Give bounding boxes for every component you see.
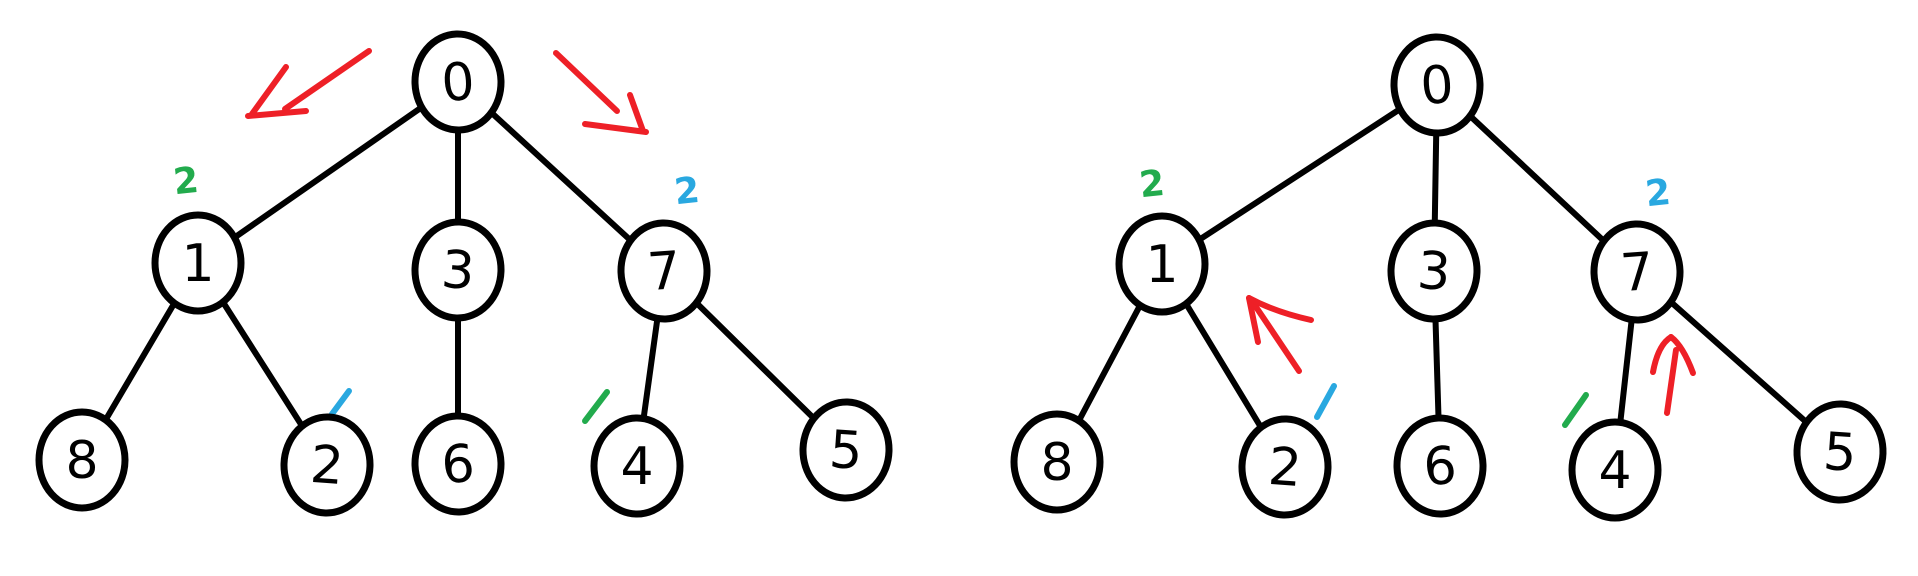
- node-label: 4: [1598, 441, 1631, 501]
- node-circle: [1387, 219, 1481, 323]
- node-circle: [35, 408, 129, 512]
- node-label: 8: [1040, 433, 1073, 493]
- node-circle: [1010, 410, 1104, 514]
- tree-node-2: 2: [280, 413, 374, 517]
- node-circle: [1115, 212, 1209, 316]
- left-tree: 2 2 0 1 3 7 8 2 6 4 5: [35, 30, 893, 518]
- node-label: 6: [1421, 436, 1458, 498]
- green-tick-icon: [582, 389, 610, 424]
- node-circle: [1390, 33, 1484, 137]
- green-count-label: 2: [171, 160, 200, 203]
- blue-tick-icon: [1314, 383, 1337, 420]
- tree-node-0: 0: [1390, 33, 1484, 137]
- node-label: 1: [181, 234, 214, 294]
- node-circle: [1590, 220, 1684, 324]
- tree-node-8: 8: [35, 408, 129, 512]
- tree-node-6: 6: [1393, 414, 1487, 518]
- tree-node-3: 3: [1387, 219, 1481, 323]
- tree-node-1: 1: [1115, 212, 1209, 316]
- node-label: 5: [1821, 422, 1858, 484]
- node-circle: [1793, 400, 1887, 504]
- blue-count-label: 2: [1643, 172, 1672, 215]
- node-circle: [411, 30, 505, 134]
- tree-edge-0-1: [1159, 82, 1440, 267]
- node-label: 4: [620, 437, 653, 497]
- tree-edge-0-1: [195, 79, 461, 266]
- node-label: 8: [65, 431, 98, 491]
- tree-node-5: 5: [1793, 400, 1887, 504]
- red-arrow-down-left-icon: [245, 48, 372, 119]
- node-circle: [590, 414, 684, 518]
- tree-node-5: 5: [799, 398, 893, 502]
- red-arrow-up-left-icon: [1246, 295, 1314, 374]
- right-tree: 2 2 0 1 3 7 8 2 6 4 5: [1010, 33, 1887, 522]
- node-circle: [1568, 418, 1662, 522]
- node-label: 3: [1415, 241, 1452, 303]
- blue-count-label: 2: [672, 170, 701, 213]
- node-label: 1: [1145, 235, 1178, 295]
- node-circle: [280, 413, 374, 517]
- red-arrow-down-right-icon: [553, 50, 649, 135]
- node-label: 0: [1418, 55, 1455, 117]
- node-label: 3: [439, 240, 476, 302]
- node-label: 7: [1618, 242, 1655, 304]
- tree-node-8: 8: [1010, 410, 1104, 514]
- node-label: 5: [827, 420, 864, 482]
- node-label: 0: [439, 52, 476, 114]
- node-label: 7: [645, 241, 682, 303]
- node-circle: [151, 211, 245, 315]
- tree-node-4: 4: [1568, 418, 1662, 522]
- tree-node-2: 2: [1238, 415, 1332, 519]
- node-circle: [411, 218, 505, 322]
- node-label: 2: [308, 435, 345, 497]
- tree-node-4: 4: [590, 414, 684, 518]
- tree-node-3: 3: [411, 218, 505, 322]
- tree-node-7: 7: [617, 219, 711, 323]
- node-label: 2: [1266, 437, 1303, 499]
- tree-node-1: 1: [151, 211, 245, 315]
- green-tick-icon: [1562, 392, 1589, 428]
- node-label: 6: [439, 434, 476, 496]
- node-circle: [617, 219, 711, 323]
- green-count-label: 2: [1137, 163, 1166, 206]
- red-arrow-up-icon: [1650, 334, 1696, 416]
- tree-node-7: 7: [1590, 220, 1684, 324]
- node-circle: [1393, 414, 1487, 518]
- node-circle: [411, 412, 505, 516]
- blue-tick-icon: [329, 388, 352, 417]
- node-circle: [799, 398, 893, 502]
- tree-node-6: 6: [411, 412, 505, 516]
- tree-node-0: 0: [411, 30, 505, 134]
- node-circle: [1238, 415, 1332, 519]
